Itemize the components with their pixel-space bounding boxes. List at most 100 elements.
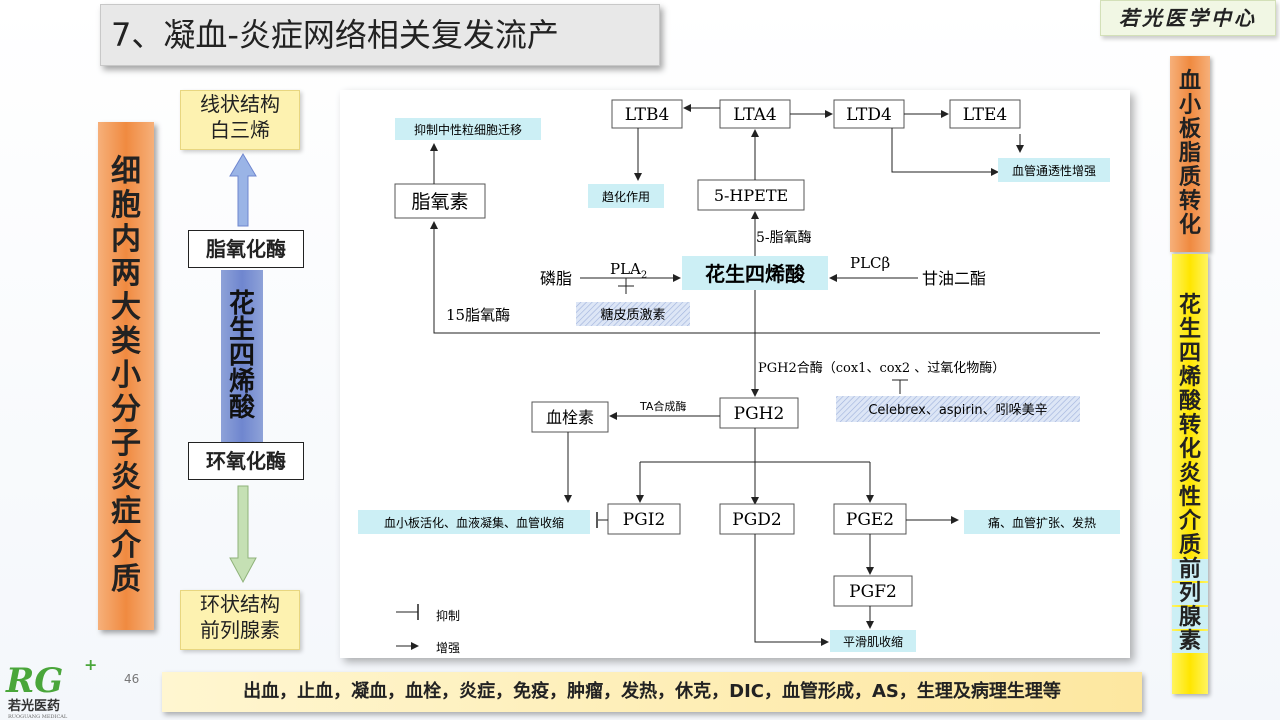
lipoxin-node xyxy=(394,183,486,219)
diglyceride-label: 甘油二酯 xyxy=(922,269,986,288)
footer-topics: 出血，止血，凝血，血栓，炎症，免疫，肿瘤，发热，休克，DIC，血管形成，AS，生… xyxy=(162,672,1142,712)
logo-text: 若光医药 xyxy=(7,698,60,714)
pla2-sub: 2 xyxy=(641,270,647,281)
glucocorticoid-box xyxy=(576,302,690,326)
platelet-lipid-label: 血小板脂质转化 xyxy=(1170,56,1210,252)
ring-structure-line2: 前列腺素 xyxy=(200,618,280,642)
vertical-char: 分 xyxy=(111,392,141,427)
pgd2-label: PGD2 xyxy=(732,510,781,530)
vertical-char: 四 xyxy=(1178,341,1201,366)
pgh2-node xyxy=(719,397,799,429)
lta4-label: LTA4 xyxy=(733,105,776,125)
vertical-char: 酸 xyxy=(1178,389,1201,414)
vertical-char: 化 xyxy=(1178,213,1201,238)
vertical-char: 介 xyxy=(1178,509,1201,534)
pgi2-node xyxy=(607,503,681,535)
glucocorticoid-label: 糖皮质激素 xyxy=(600,307,665,323)
arachidonic-acid-vertical-label: 花生四烯酸 xyxy=(221,270,263,442)
pain-effect-box xyxy=(964,510,1120,534)
brand-label: 若光医学中心 xyxy=(1100,0,1276,36)
vertical-char: 类 xyxy=(111,324,141,359)
vertical-char: 花 xyxy=(228,289,255,319)
pgd2-node xyxy=(719,503,795,535)
thromboxane-label: 血栓素 xyxy=(546,408,594,427)
logo-subtext: RUOGUANG MEDICAL xyxy=(8,714,68,720)
lipoxygenase15-path xyxy=(430,221,1100,334)
neutrophil-effect-box xyxy=(395,118,541,140)
logo-letters: RG xyxy=(5,661,63,701)
pge2-label: PGE2 xyxy=(846,510,894,530)
ring-structure-line1: 环状结构 xyxy=(200,592,280,616)
vertical-char: 性 xyxy=(1178,485,1201,510)
phospholipid-label: 磷脂 xyxy=(540,269,572,288)
vertical-char: 大 xyxy=(111,290,141,325)
linear-structure-line2: 白三烯 xyxy=(210,118,270,142)
vertical-char: 生 xyxy=(228,315,255,345)
vertical-char: 腺 xyxy=(1172,607,1208,629)
vertical-char: 子 xyxy=(111,426,141,461)
vertical-char: 花 xyxy=(1178,293,1201,318)
vertical-char: 生 xyxy=(1178,317,1201,342)
pge2-node xyxy=(833,503,907,535)
page-number: 46 xyxy=(124,672,140,686)
down-arrow-icon xyxy=(229,485,257,584)
thromboxane-node xyxy=(531,401,609,433)
vertical-char: 化 xyxy=(1178,437,1201,462)
pain-effect-label: 痛、血管扩张、发热 xyxy=(988,515,1096,530)
aa-conversion-label: 花生四烯酸转化炎性介质前列腺素 xyxy=(1172,254,1208,694)
up-arrow-icon xyxy=(229,153,257,227)
plcb-label: PLCβ xyxy=(850,254,890,272)
cyclooxygenase-box: 环氧化酶 xyxy=(188,442,304,480)
vertical-char: 质 xyxy=(1178,533,1201,558)
vertical-char: 四 xyxy=(228,341,255,371)
pla2-label: PLA2 xyxy=(610,260,647,281)
pathway-svg: LTB4 LTA4 LTD4 LTE4 抑制中性粒细胞迁移 趋化作用 血管通透性… xyxy=(358,99,1120,655)
lta4-node xyxy=(719,99,791,129)
smooth-muscle-effect-box xyxy=(830,630,916,652)
vertical-char: 介 xyxy=(111,528,141,563)
linear-structure-line1: 线状结构 xyxy=(200,92,280,116)
ltb4-label: LTB4 xyxy=(625,105,670,125)
linear-structure-box: 线状结构 白三烯 xyxy=(180,90,300,150)
legend-inhibit-label: 抑制 xyxy=(436,608,460,623)
lte4-label: LTE4 xyxy=(963,105,1007,125)
page-title: 7、凝血-炎症网络相关复发流产 xyxy=(100,4,660,66)
vertical-char: 症 xyxy=(111,494,141,529)
permeability-effect-box xyxy=(998,158,1110,182)
vertical-char: 血 xyxy=(1178,69,1201,94)
pgh2-synthase-label: PGH2合酶（cox1、cox2 、过氧化物酶） xyxy=(758,360,1005,376)
vertical-char: 板 xyxy=(1178,117,1201,142)
lipoxygenase5-label: 5-脂氧酶 xyxy=(756,230,812,246)
platelet-effect-label: 血小板活化、血液凝集、血管收缩 xyxy=(384,515,564,530)
inhibitors-box xyxy=(836,396,1080,422)
inhibitors-label: Celebrex、aspirin、吲哚美辛 xyxy=(868,403,1047,418)
vertical-char: 炎 xyxy=(1178,461,1201,486)
vertical-char: 两 xyxy=(111,256,141,291)
ltd4-node xyxy=(833,99,905,129)
vertical-char: 转 xyxy=(1178,189,1201,214)
lipoxygenase-box: 脂氧化酶 xyxy=(188,230,304,268)
vertical-char: 转 xyxy=(1178,413,1201,438)
vertical-char: 素 xyxy=(1172,631,1208,653)
arachidonic-acid-pathway-diagram: LTB4 LTA4 LTD4 LTE4 抑制中性粒细胞迁移 趋化作用 血管通透性… xyxy=(340,90,1130,658)
logo-plus-icon: + xyxy=(84,656,97,674)
vertical-char: 内 xyxy=(111,222,141,257)
platelet-effect-box xyxy=(358,510,590,534)
vertical-char: 烯 xyxy=(1178,365,1201,390)
vertical-char: 酸 xyxy=(228,393,255,423)
vertical-char: 小 xyxy=(111,358,141,393)
legend-enhance-label: 增强 xyxy=(436,641,460,655)
pgi2-label: PGI2 xyxy=(623,510,666,530)
pla2-main: PLA xyxy=(610,260,641,278)
ruoguang-logo-icon: RG + 若光医药 RUOGUANG MEDICAL xyxy=(5,656,97,720)
vertical-char: 细 xyxy=(111,154,141,189)
vertical-char: 小 xyxy=(1178,93,1201,118)
arachidonic-acid-node xyxy=(682,256,828,290)
permeability-effect-label: 血管通透性增强 xyxy=(1012,163,1096,178)
ltd4-to-permeability-arrow xyxy=(891,128,999,176)
hpete-label: 5-HPETE xyxy=(714,186,788,205)
neutrophil-effect-label: 抑制中性粒细胞迁移 xyxy=(414,122,522,137)
lipoxin-label: 脂氧素 xyxy=(411,191,468,213)
pgd2-to-smooth-muscle-arrow xyxy=(754,534,829,646)
lte4-node xyxy=(949,99,1021,129)
